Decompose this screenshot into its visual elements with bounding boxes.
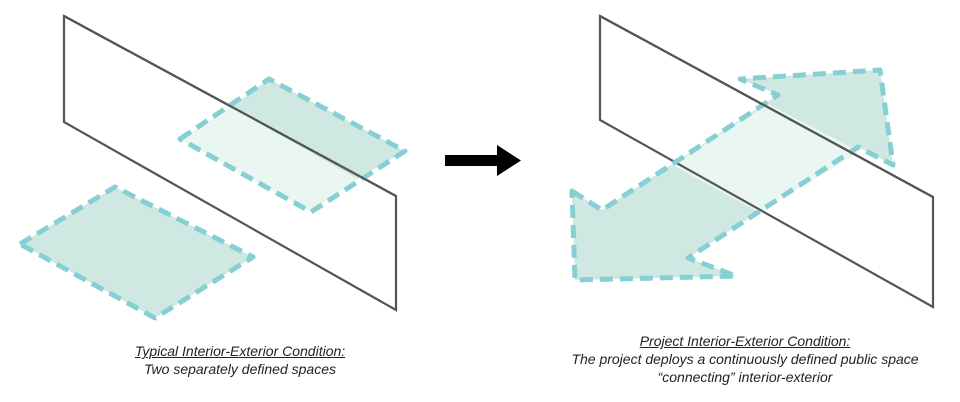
right-continuous-space-outline — [569, 67, 896, 283]
left-caption: Typical Interior-Exterior Condition: Two… — [40, 342, 440, 378]
left-caption-description: Two separately defined spaces — [144, 361, 336, 377]
right-caption-line2: “connecting” interior-exterior — [657, 369, 833, 385]
left-caption-heading: Typical Interior-Exterior Condition: — [134, 343, 346, 359]
right-caption-heading: Project Interior-Exterior Condition: — [639, 333, 851, 349]
right-caption-line1: The project deploys a continuously defin… — [571, 351, 919, 367]
right-diagram — [569, 14, 935, 309]
left-lower-space — [17, 184, 256, 321]
right-wall-top-edge — [599, 15, 934, 198]
left-upper-space-back — [231, 79, 405, 179]
right-caption: Project Interior-Exterior Condition: The… — [540, 332, 950, 386]
left-diagram — [17, 14, 408, 321]
left-upper-space-outline — [177, 76, 408, 215]
left-wall-top-edge — [63, 15, 397, 197]
left-upper-space-front — [180, 107, 357, 212]
transition-arrow-icon — [445, 145, 521, 176]
